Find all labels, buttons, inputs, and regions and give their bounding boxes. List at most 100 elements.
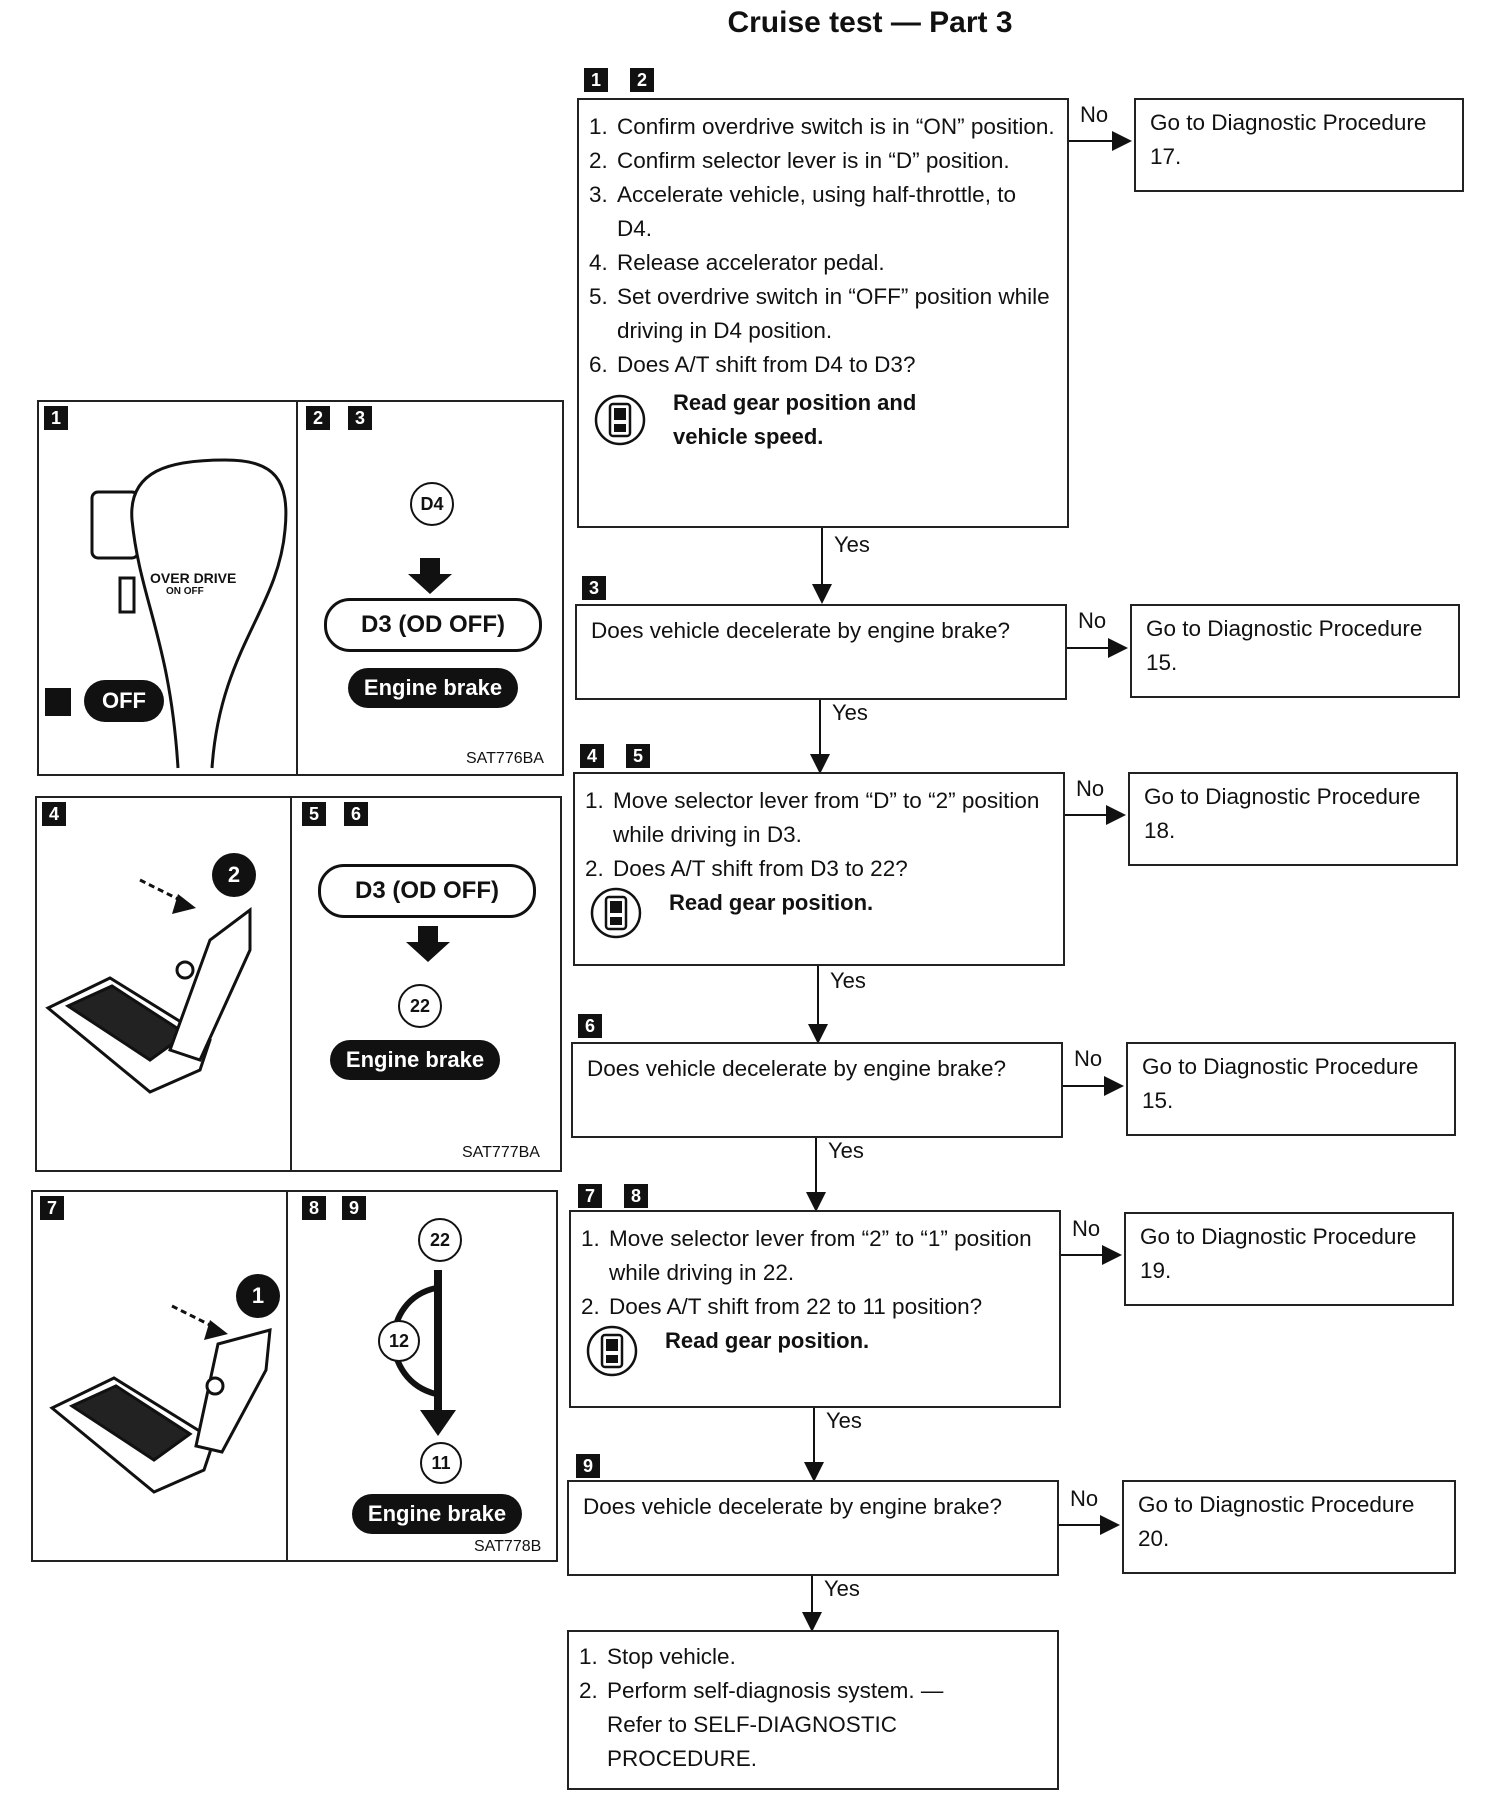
figure-code: SAT777BA xyxy=(462,1144,540,1161)
step-number: 1. xyxy=(589,114,608,139)
step-badge: 5 xyxy=(626,744,650,768)
figure-code: SAT776BA xyxy=(466,750,544,767)
step-badge: 1 xyxy=(584,68,608,92)
step-text: Does A/T shift from D3 to 22? xyxy=(613,856,908,881)
step-number: 2. xyxy=(589,148,608,173)
on-off-label: ON OFF xyxy=(166,586,204,597)
step-badge: 3 xyxy=(348,406,372,430)
goto-box-15: Go to Diagnostic Procedure 15. xyxy=(1130,604,1460,698)
no-label: No xyxy=(1080,102,1109,127)
yes-label: Yes xyxy=(834,532,870,557)
step-number: 1. xyxy=(585,788,604,813)
goto-box-17: Go to Diagnostic Procedure 17. xyxy=(1134,98,1464,192)
engine-brake-badge: Engine brake xyxy=(352,1494,522,1534)
gear-12-icon: 12 xyxy=(378,1320,420,1362)
off-indicator: OFF xyxy=(84,680,164,722)
consult-tester-icon xyxy=(586,1325,638,1377)
goto-box-19: Go to Diagnostic Procedure 19. xyxy=(1124,1212,1454,1306)
step-badge: 1 xyxy=(44,406,68,430)
flow-box-steps-3: 1. Move selector lever from “2” to “1” po… xyxy=(569,1210,1061,1408)
engine-brake-badge: Engine brake xyxy=(348,668,518,708)
hint-text: Read gear position and vehicle speed. xyxy=(673,390,917,449)
step-badge: 6 xyxy=(344,802,368,826)
step-number: 3. xyxy=(589,182,608,207)
step-text: Does A/T shift from D4 to D3? xyxy=(617,352,916,377)
yes-label: Yes xyxy=(828,1138,864,1163)
illustration-panel-2 xyxy=(35,796,562,1172)
step-number: 5. xyxy=(589,284,608,309)
step-number: 6. xyxy=(589,352,608,377)
step-text: Does A/T shift from 22 to 11 position? xyxy=(609,1294,983,1319)
step-text: Move selector lever from “2” to “1” posi… xyxy=(609,1226,1032,1285)
off-pointer-icon xyxy=(45,688,71,716)
step-text: Accelerate vehicle, using half-throttle,… xyxy=(617,182,1016,241)
hint-text: Read gear position. xyxy=(669,890,874,915)
engine-brake-badge: Engine brake xyxy=(330,1040,500,1080)
step-badge: 7 xyxy=(578,1184,602,1208)
consult-tester-icon xyxy=(594,394,646,446)
goto-box-20: Go to Diagnostic Procedure 20. xyxy=(1122,1480,1456,1574)
flow-box-steps-2: 1. Move selector lever from “D” to “2” po… xyxy=(573,772,1065,966)
panel-divider xyxy=(290,796,292,1172)
hint-text: Read gear position. xyxy=(665,1328,870,1353)
consult-tester-icon xyxy=(590,887,642,939)
d3-od-off-indicator: D3 (OD OFF) xyxy=(324,598,542,652)
gear-22-icon: 22 xyxy=(398,984,442,1028)
step-text: Set overdrive switch in “OFF” position w… xyxy=(617,284,1050,343)
gear-d4-icon: D4 xyxy=(410,482,454,526)
step-text: Confirm overdrive switch is in “ON” posi… xyxy=(617,114,1055,139)
step-badge: 5 xyxy=(302,802,326,826)
flow-box-final: 1.Stop vehicle. 2.Perform self-diagnosis… xyxy=(567,1630,1059,1790)
step-badge: 8 xyxy=(624,1184,648,1208)
step-number: 1. xyxy=(581,1226,600,1251)
yes-label: Yes xyxy=(832,700,868,725)
no-label: No xyxy=(1070,1486,1099,1511)
yes-label: Yes xyxy=(824,1576,860,1601)
step-number: 1. xyxy=(579,1644,598,1669)
goto-box-18: Go to Diagnostic Procedure 18. xyxy=(1128,772,1458,866)
step-badge: 7 xyxy=(40,1196,64,1220)
flow-box-steps-1: 1. Confirm overdrive switch is in “ON” po… xyxy=(577,98,1069,528)
step-number: 2. xyxy=(581,1294,600,1319)
step-badge: 3 xyxy=(582,576,606,600)
flow-box-question-1: Does vehicle decelerate by engine brake? xyxy=(575,604,1067,700)
step-badge: 2 xyxy=(306,406,330,430)
step-number: 2. xyxy=(579,1678,598,1703)
overdrive-label: OVER DRIVE xyxy=(150,570,237,586)
gear-11-icon: 11 xyxy=(420,1442,462,1484)
step-text: Perform self-diagnosis system. — Refer t… xyxy=(607,1678,944,1771)
flow-box-question-2: Does vehicle decelerate by engine brake? xyxy=(571,1042,1063,1138)
step-badge: 2 xyxy=(630,68,654,92)
gear-22-icon: 22 xyxy=(418,1218,462,1262)
step-badge: 4 xyxy=(580,744,604,768)
step-badge: 9 xyxy=(342,1196,366,1220)
step-number: 4. xyxy=(589,250,608,275)
panel-divider xyxy=(286,1190,288,1562)
page-title: Cruise test — Part 3 xyxy=(727,6,1013,39)
lever-position-icon: 1 xyxy=(236,1274,280,1318)
goto-box-15b: Go to Diagnostic Procedure 15. xyxy=(1126,1042,1456,1136)
flow-box-question-3: Does vehicle decelerate by engine brake? xyxy=(567,1480,1059,1576)
panel-divider xyxy=(296,400,298,776)
no-label: No xyxy=(1078,608,1107,633)
lever-position-icon: 2 xyxy=(212,853,256,897)
figure-code: SAT778B xyxy=(474,1538,542,1555)
no-label: No xyxy=(1074,1046,1103,1071)
step-badge: 9 xyxy=(576,1454,600,1478)
step-number: 2. xyxy=(585,856,604,881)
step-badge: 4 xyxy=(42,802,66,826)
step-text: Move selector lever from “D” to “2” posi… xyxy=(613,788,1040,847)
step-badge: 8 xyxy=(302,1196,326,1220)
no-label: No xyxy=(1076,776,1105,801)
step-text: Release accelerator pedal. xyxy=(617,250,885,275)
d3-od-off-indicator: D3 (OD OFF) xyxy=(318,864,536,918)
yes-label: Yes xyxy=(826,1408,862,1433)
yes-label: Yes xyxy=(830,968,866,993)
